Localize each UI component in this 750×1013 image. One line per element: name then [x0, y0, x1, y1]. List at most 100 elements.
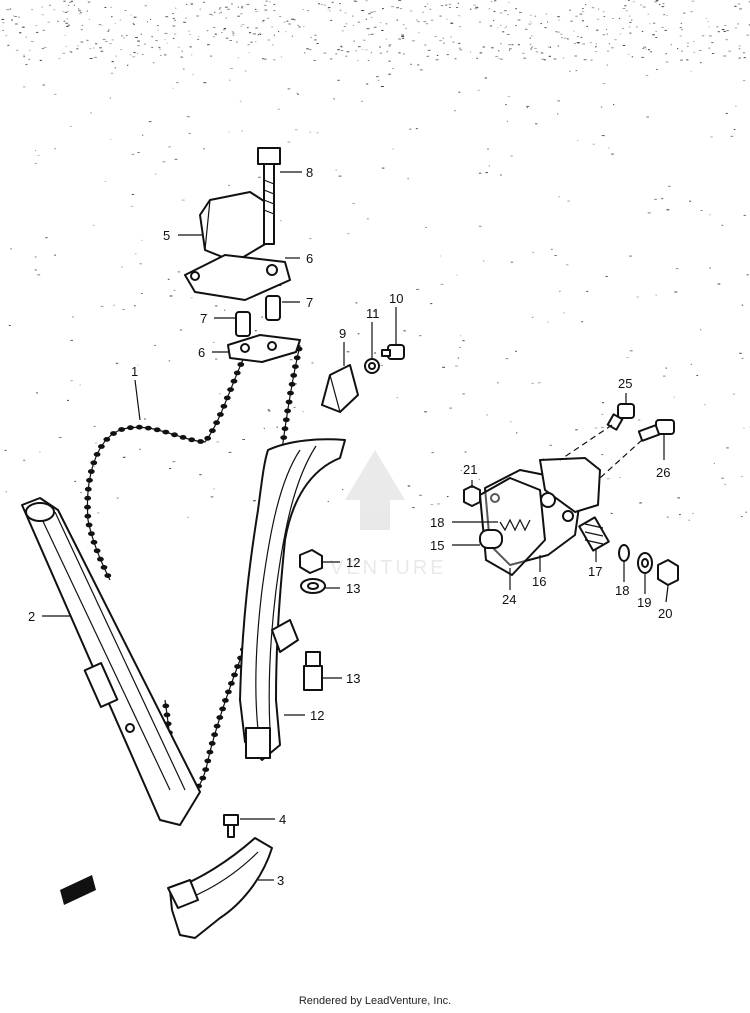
- scan-speck: [507, 96, 511, 97]
- scan-speck: [595, 51, 597, 52]
- scan-speck: [87, 1, 91, 3]
- scan-speck: [415, 128, 418, 130]
- scan-speck: [692, 40, 695, 42]
- scan-speck: [174, 33, 177, 35]
- scan-speck: [220, 11, 222, 13]
- scan-speck: [109, 97, 111, 99]
- scan-speck: [137, 52, 139, 54]
- scan-speck: [601, 135, 605, 137]
- scan-speck: [586, 290, 589, 292]
- scan-speck: [327, 500, 329, 502]
- scan-speck: [37, 155, 40, 156]
- scan-speck: [168, 360, 171, 362]
- scan-speck: [373, 311, 376, 313]
- scan-speck: [264, 9, 268, 11]
- scan-speck: [188, 30, 190, 32]
- scan-speck: [724, 25, 727, 26]
- chain-link: [84, 486, 92, 492]
- scan-speck: [89, 58, 93, 59]
- chain-link: [213, 420, 221, 426]
- scan-speck: [130, 14, 132, 16]
- scan-speck: [728, 50, 732, 52]
- chain-link: [213, 723, 221, 729]
- part-label-9: 9: [339, 326, 346, 341]
- scan-speck: [498, 58, 501, 60]
- scan-speck: [163, 54, 167, 56]
- scan-speck: [557, 16, 560, 18]
- scan-speck: [661, 6, 665, 8]
- scan-speck: [9, 8, 12, 10]
- scan-speck: [411, 40, 415, 42]
- scan-speck: [458, 15, 461, 17]
- scan-speck: [192, 74, 194, 76]
- scan-speck: [456, 274, 458, 276]
- bolt-4: [223, 814, 239, 838]
- scan-speck: [577, 140, 579, 141]
- scan-speck: [491, 47, 494, 49]
- scan-speck: [660, 198, 664, 200]
- scan-speck: [236, 41, 238, 43]
- scan-speck: [698, 50, 702, 51]
- scan-speck: [273, 59, 276, 61]
- scan-speck: [241, 5, 243, 7]
- scan-speck: [231, 31, 234, 33]
- scan-speck: [645, 48, 647, 50]
- scan-speck: [155, 40, 158, 42]
- scan-speck: [323, 52, 327, 54]
- scan-speck: [596, 29, 599, 31]
- scan-speck: [659, 4, 661, 5]
- scan-speck: [229, 68, 233, 69]
- scan-speck: [347, 233, 350, 235]
- tensioner-body: [484, 457, 601, 566]
- scan-speck: [385, 23, 388, 25]
- scan-speck: [203, 1, 205, 3]
- scan-speck: [581, 321, 584, 323]
- scan-speck: [142, 134, 144, 136]
- chain-link: [227, 387, 235, 392]
- part-label-2: 2: [28, 609, 35, 624]
- scan-speck: [398, 0, 402, 2]
- scan-speck: [506, 34, 510, 35]
- scan-speck: [70, 339, 73, 341]
- scan-speck: [478, 225, 482, 227]
- scan-speck: [278, 31, 280, 33]
- scan-speck: [132, 22, 135, 24]
- scan-speck: [42, 84, 45, 86]
- scan-speck: [89, 48, 92, 50]
- scan-speck: [519, 11, 522, 13]
- scan-speck: [381, 167, 385, 169]
- scan-speck: [41, 14, 44, 16]
- scan-speck: [566, 38, 569, 40]
- scan-speck: [279, 16, 282, 17]
- scan-speck: [601, 454, 604, 456]
- scan-speck: [19, 32, 21, 34]
- scan-speck: [690, 363, 693, 365]
- scan-speck: [4, 449, 7, 451]
- scan-speck: [35, 25, 38, 27]
- scan-speck: [581, 20, 584, 22]
- scan-speck: [628, 0, 630, 1]
- part-label-26: 26: [656, 465, 670, 480]
- spacer-7: [235, 295, 281, 337]
- scan-speck: [691, 512, 694, 514]
- scan-speck: [663, 14, 666, 16]
- scan-speck: [602, 83, 606, 85]
- scan-speck: [442, 366, 445, 368]
- part-label-20: 18: [615, 583, 629, 598]
- scan-speck: [296, 92, 299, 94]
- scan-speck: [724, 483, 726, 485]
- chain-link: [228, 681, 235, 686]
- scan-speck: [440, 5, 444, 7]
- tensioner-blade: [239, 438, 346, 761]
- chain-link: [188, 437, 196, 443]
- scan-speck: [355, 50, 357, 52]
- scan-speck: [58, 58, 61, 60]
- scan-speck: [401, 34, 404, 36]
- scan-speck: [261, 21, 265, 23]
- chain-link: [162, 703, 170, 709]
- scan-speck: [610, 512, 613, 514]
- scan-speck: [266, 17, 270, 19]
- chain-link: [206, 749, 214, 755]
- scan-speck: [337, 49, 341, 51]
- scan-speck: [510, 421, 512, 423]
